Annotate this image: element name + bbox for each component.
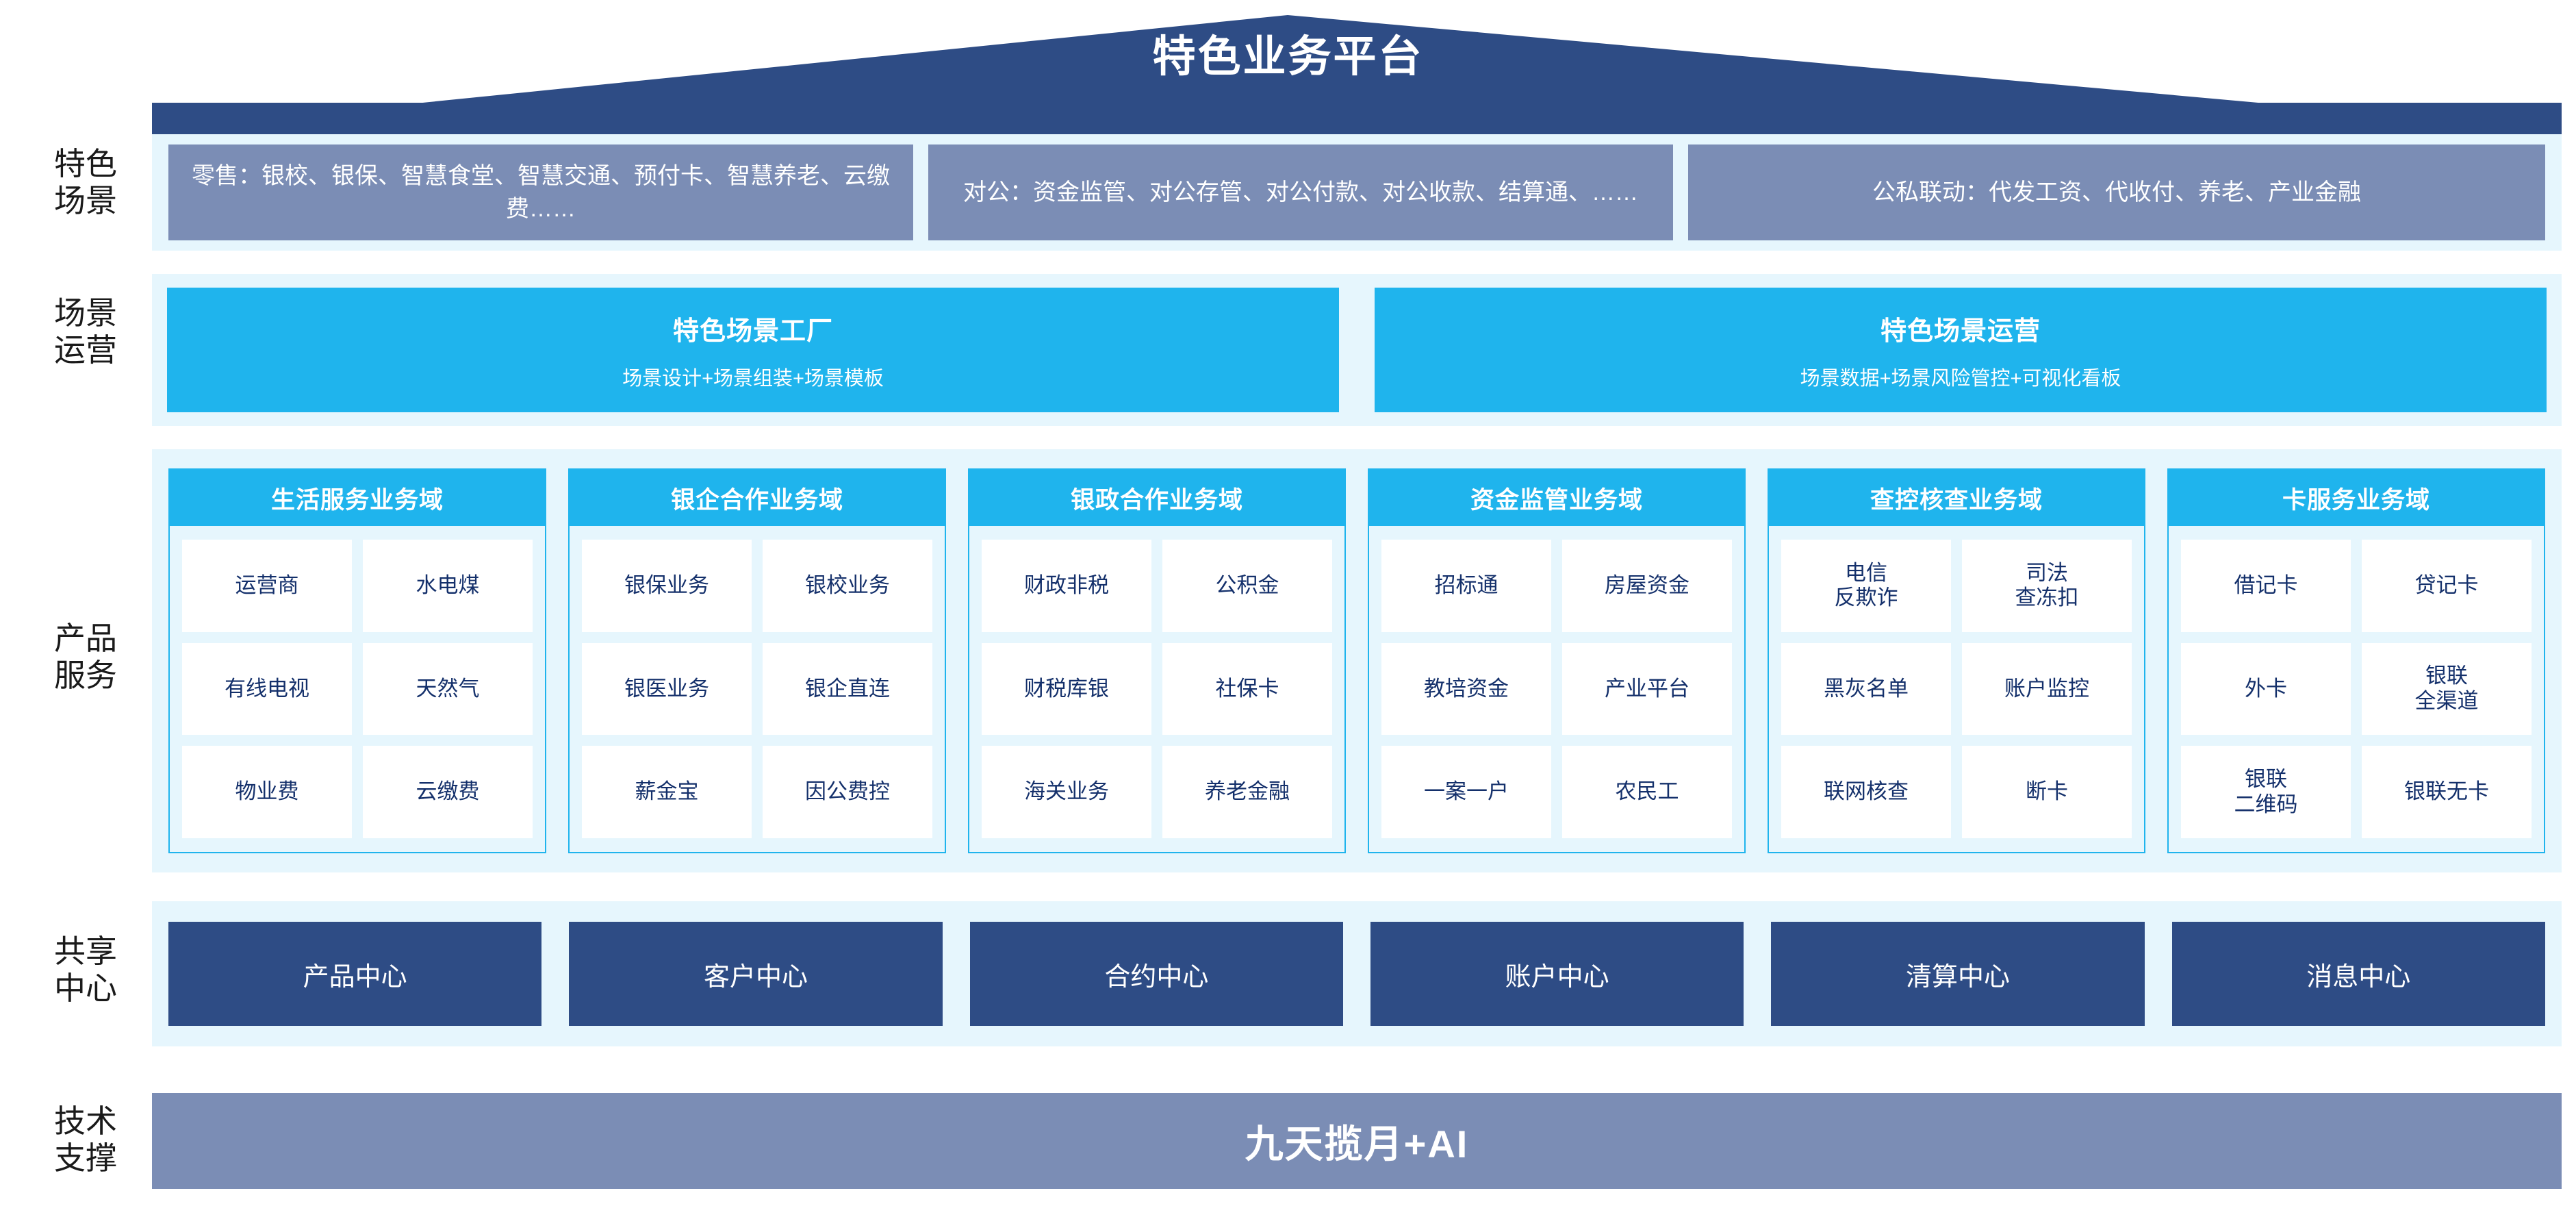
domain-cell[interactable]: 银医业务 — [582, 642, 752, 736]
platform-roof-banner: 特色业务平台 — [0, 0, 2576, 140]
domain-cell[interactable]: 账户监控 — [1962, 642, 2132, 736]
tech-support-bar[interactable]: 九天揽月+AI — [152, 1093, 2562, 1189]
domain-cell[interactable]: 水电煤 — [363, 540, 533, 632]
domain-cell[interactable]: 天然气 — [363, 642, 533, 736]
shared-center-message[interactable]: 消息中心 — [2171, 922, 2545, 1026]
domain-grid-card-service: 借记卡 贷记卡 外卡 银联 全渠道 银联 二维码 银联无卡 — [2169, 526, 2544, 852]
domain-cell[interactable]: 黑灰名单 — [1781, 642, 1951, 736]
scenario-row: 零售：银校、银保、智慧食堂、智慧交通、预付卡、智慧养老、云缴费…… 对公：资金监… — [152, 134, 2562, 251]
tech-support-label: 九天揽月+AI — [1245, 1122, 1469, 1166]
domain-cell[interactable]: 招标通 — [1381, 540, 1551, 632]
domain-cell[interactable]: 银保业务 — [582, 540, 752, 632]
domain-cell[interactable]: 借记卡 — [2181, 540, 2351, 632]
domain-cell[interactable]: 财税库银 — [982, 642, 1151, 736]
operation-band: 特色场景工厂 场景设计+场景组装+场景模板 特色场景运营 场景数据+场景风险管控… — [152, 274, 2562, 426]
domain-grid-bank-enterprise: 银保业务 银校业务 银医业务 银企直连 薪金宝 因公费控 — [570, 526, 945, 852]
domain-cell[interactable]: 电信 反欺诈 — [1781, 540, 1951, 632]
domain-cell[interactable]: 银联 全渠道 — [2362, 642, 2532, 736]
shared-center-band: 产品中心 客户中心 合约中心 账户中心 清算中心 消息中心 — [152, 901, 2562, 1046]
domain-cell[interactable]: 房屋资金 — [1562, 540, 1732, 632]
shared-center-product[interactable]: 产品中心 — [168, 922, 542, 1026]
domain-cell[interactable]: 断卡 — [1962, 746, 2132, 838]
domain-card-investigation-control[interactable]: 查控核查业务域 电信 反欺诈 司法 查冻扣 黑灰名单 账户监控 联网核查 断卡 — [1768, 468, 2145, 853]
rail-label-operation: 场景 运营 — [54, 295, 117, 368]
domain-grid-life-service: 运营商 水电煤 有线电视 天然气 物业费 云缴费 — [170, 526, 545, 852]
operation-card-factory-subtitle: 场景设计+场景组装+场景模板 — [622, 367, 884, 390]
domain-cell[interactable]: 运营商 — [182, 540, 352, 632]
domain-cell[interactable]: 薪金宝 — [582, 746, 752, 838]
domain-card-fund-supervision[interactable]: 资金监管业务域 招标通 房屋资金 教培资金 产业平台 一案一户 农民工 — [1368, 468, 1746, 853]
rail-label-scenario: 特色 场景 — [54, 146, 117, 219]
domain-cell[interactable]: 有线电视 — [182, 642, 352, 736]
rail-label-product: 产品 服务 — [54, 620, 117, 694]
operation-card-factory-title: 特色场景工厂 — [672, 316, 833, 346]
operation-card-factory[interactable]: 特色场景工厂 场景设计+场景组装+场景模板 — [167, 288, 1339, 412]
operation-card-operations-title: 特色场景运营 — [1880, 316, 2041, 346]
domain-cell[interactable]: 社保卡 — [1162, 642, 1332, 736]
domain-card-bank-enterprise[interactable]: 银企合作业务域 银保业务 银校业务 银医业务 银企直连 薪金宝 因公费控 — [568, 468, 946, 853]
shared-center-row: 产品中心 客户中心 合约中心 账户中心 清算中心 消息中心 — [152, 901, 2562, 1046]
scenario-card-retail[interactable]: 零售：银校、银保、智慧食堂、智慧交通、预付卡、智慧养老、云缴费…… — [168, 144, 913, 240]
domain-card-card-service[interactable]: 卡服务业务域 借记卡 贷记卡 外卡 银联 全渠道 银联 二维码 银联无卡 — [2167, 468, 2545, 853]
domain-cell[interactable]: 物业费 — [182, 746, 352, 838]
domain-title-fund-supervision: 资金监管业务域 — [1369, 470, 1744, 526]
domain-cell[interactable]: 养老金融 — [1162, 746, 1332, 838]
domain-card-life-service[interactable]: 生活服务业务域 运营商 水电煤 有线电视 天然气 物业费 云缴费 — [168, 468, 546, 853]
product-domain-row: 生活服务业务域 运营商 水电煤 有线电视 天然气 物业费 云缴费 银企合作业务域… — [152, 449, 2562, 872]
scenario-card-corporate[interactable]: 对公：资金监管、对公存管、对公付款、对公收款、结算通、…… — [928, 144, 1673, 240]
operation-card-operations[interactable]: 特色场景运营 场景数据+场景风险管控+可视化看板 — [1375, 288, 2547, 412]
domain-cell[interactable]: 司法 查冻扣 — [1962, 540, 2132, 632]
domain-cell[interactable]: 财政非税 — [982, 540, 1151, 632]
domain-title-investigation-control: 查控核查业务域 — [1769, 470, 2144, 526]
operation-card-operations-subtitle: 场景数据+场景风险管控+可视化看板 — [1800, 367, 2121, 390]
domain-cell[interactable]: 海关业务 — [982, 746, 1151, 838]
domain-cell[interactable]: 银联无卡 — [2362, 746, 2532, 838]
shared-center-contract[interactable]: 合约中心 — [969, 922, 1343, 1026]
page-title: 特色业务平台 — [1152, 33, 1424, 81]
domain-title-bank-enterprise: 银企合作业务域 — [570, 470, 945, 526]
domain-title-card-service: 卡服务业务域 — [2169, 470, 2544, 526]
shared-center-clearing[interactable]: 清算中心 — [1771, 922, 2145, 1026]
domain-grid-investigation-control: 电信 反欺诈 司法 查冻扣 黑灰名单 账户监控 联网核查 断卡 — [1769, 526, 2144, 852]
domain-cell[interactable]: 因公费控 — [763, 746, 932, 838]
domain-cell[interactable]: 一案一户 — [1381, 746, 1551, 838]
scenario-card-linkage[interactable]: 公私联动：代发工资、代收付、养老、产业金融 — [1688, 144, 2545, 240]
operation-row: 特色场景工厂 场景设计+场景组装+场景模板 特色场景运营 场景数据+场景风险管控… — [152, 274, 2562, 426]
scenario-band: 零售：银校、银保、智慧食堂、智慧交通、预付卡、智慧养老、云缴费…… 对公：资金监… — [152, 134, 2562, 251]
domain-grid-bank-government: 财政非税 公积金 财税库银 社保卡 海关业务 养老金融 — [969, 526, 1344, 852]
domain-cell[interactable]: 云缴费 — [363, 746, 533, 838]
domain-cell[interactable]: 外卡 — [2181, 642, 2351, 736]
domain-cell[interactable]: 联网核查 — [1781, 746, 1951, 838]
shared-center-customer[interactable]: 客户中心 — [569, 922, 943, 1026]
domain-cell[interactable]: 农民工 — [1562, 746, 1732, 838]
product-band: 生活服务业务域 运营商 水电煤 有线电视 天然气 物业费 云缴费 银企合作业务域… — [152, 449, 2562, 872]
domain-card-bank-government[interactable]: 银政合作业务域 财政非税 公积金 财税库银 社保卡 海关业务 养老金融 — [968, 468, 1346, 853]
domain-title-bank-government: 银政合作业务域 — [969, 470, 1344, 526]
domain-cell[interactable]: 教培资金 — [1381, 642, 1551, 736]
domain-cell[interactable]: 产业平台 — [1562, 642, 1732, 736]
domain-title-life-service: 生活服务业务域 — [170, 470, 545, 526]
shared-center-account[interactable]: 账户中心 — [1370, 922, 1744, 1026]
domain-cell[interactable]: 贷记卡 — [2362, 540, 2532, 632]
domain-cell[interactable]: 银联 二维码 — [2181, 746, 2351, 838]
domain-grid-fund-supervision: 招标通 房屋资金 教培资金 产业平台 一案一户 农民工 — [1369, 526, 1744, 852]
domain-cell[interactable]: 银企直连 — [763, 642, 932, 736]
rail-label-tech: 技术 支撑 — [54, 1103, 117, 1177]
roof-shape — [152, 15, 2562, 134]
domain-cell[interactable]: 银校业务 — [763, 540, 932, 632]
domain-cell[interactable]: 公积金 — [1162, 540, 1332, 632]
rail-label-shared: 共享 中心 — [54, 933, 117, 1007]
